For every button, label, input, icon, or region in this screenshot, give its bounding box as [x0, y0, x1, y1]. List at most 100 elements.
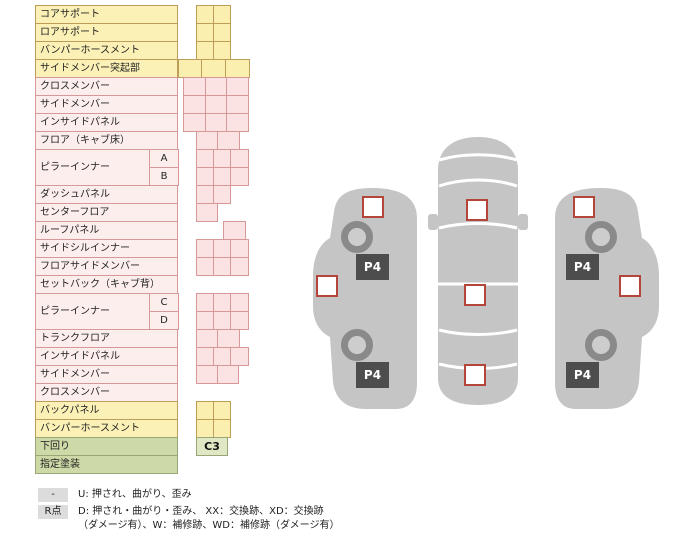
table-row: サイドシルインナー: [35, 239, 265, 258]
damage-cell: [196, 149, 214, 168]
damage-cell: [196, 239, 214, 258]
damage-cell: [196, 257, 214, 276]
damage-marker-square: [573, 196, 595, 218]
damage-code-legend: -U: 押され、曲がり、歪み R点 D: 押され・曲がり・歪み、 XX：交換跡、XD…: [38, 488, 339, 535]
part-label: バンパーホースメント: [35, 419, 178, 438]
part-label: ピラーインナー: [35, 293, 150, 330]
damage-cell: [205, 95, 227, 114]
damage-cell: [196, 419, 214, 438]
wheel-icon: [341, 329, 373, 361]
table-row: インサイドパネル: [35, 113, 265, 132]
damage-cell: [213, 167, 231, 186]
pillar-sub-label: A: [149, 149, 179, 168]
damage-cell: [201, 59, 226, 78]
table-row: フロアサイドメンバー: [35, 257, 265, 276]
car-top-view-icon: [428, 137, 528, 405]
damage-cell: [217, 365, 239, 384]
damage-cell: [225, 59, 250, 78]
damage-cell: [213, 41, 231, 60]
damage-cell: [226, 113, 249, 132]
table-row: 指定塗装: [35, 455, 265, 474]
part-label: フロア（キャブ床）: [35, 131, 178, 150]
damage-cell: [205, 77, 227, 96]
table-row: ルーフパネル: [35, 221, 265, 240]
table-row: トランクフロア: [35, 329, 265, 348]
part-label: コアサポート: [35, 5, 178, 24]
part-label: ルーフパネル: [35, 221, 178, 240]
damage-cell: [196, 5, 214, 24]
car-right-side-view-icon: [555, 188, 659, 409]
damage-cell: [230, 347, 249, 366]
damage-cell: [196, 203, 218, 222]
part-label: ロアサポート: [35, 23, 178, 42]
wheel-icon: [585, 221, 617, 253]
damage-cell: [213, 5, 231, 24]
part-label: クロスメンバー: [35, 383, 178, 402]
part-label: セットバック（キャブ背）: [35, 275, 178, 294]
damage-marker-square: [316, 275, 338, 297]
damage-marker-square: [466, 199, 488, 221]
damage-cell: C3: [196, 437, 228, 456]
legend-row: -U: 押され、曲がり、歪み: [38, 488, 339, 502]
damage-cell: [196, 185, 214, 204]
damage-cell: [213, 347, 231, 366]
part-label: トランクフロア: [35, 329, 178, 348]
part-label: クロスメンバー: [35, 77, 178, 96]
part-label: ピラーインナー: [35, 149, 150, 186]
damage-cell: [205, 113, 227, 132]
damage-cell: [213, 419, 231, 438]
table-row: インサイドパネル: [35, 347, 265, 366]
damage-cell: [196, 167, 214, 186]
damage-cell: [213, 23, 231, 42]
damage-cell: [213, 149, 231, 168]
legend-text: D: 押され・曲がり・歪み、 XX：交換跡、XD：交換跡（ダメージ有）、W：補修…: [78, 506, 340, 531]
damage-marker-square: [464, 284, 486, 306]
damage-cell: [230, 239, 249, 258]
damage-cell: [213, 239, 231, 258]
damage-cell: [226, 95, 249, 114]
legend-key: -: [38, 488, 68, 502]
p4-damage-label: P4: [356, 362, 389, 388]
part-label: サイドシルインナー: [35, 239, 178, 258]
damage-cell: [196, 23, 214, 42]
pillar-sub-label: D: [149, 311, 179, 330]
part-label: バンパーホースメント: [35, 41, 178, 60]
damage-cell: [213, 311, 231, 330]
part-label: サイドメンバー: [35, 365, 178, 384]
part-label: インサイドパネル: [35, 113, 178, 132]
car-left-side-view-icon: [313, 188, 417, 409]
table-row: クロスメンバー: [35, 383, 265, 402]
wheel-icon: [341, 221, 373, 253]
part-label: インサイドパネル: [35, 347, 178, 366]
damage-cell: [196, 311, 214, 330]
damage-cell: [196, 131, 218, 150]
damage-cell: [213, 257, 231, 276]
damage-cell: [230, 257, 249, 276]
part-label: 指定塗装: [35, 455, 178, 474]
damage-cell: [196, 365, 218, 384]
damage-cell: [213, 185, 231, 204]
damage-cell: [196, 329, 218, 348]
damage-cell: [213, 401, 231, 420]
table-row: サイドメンバー: [35, 95, 265, 114]
damage-cell: [183, 77, 206, 96]
part-label: サイドメンバー: [35, 95, 178, 114]
part-label: フロアサイドメンバー: [35, 257, 178, 276]
part-label: ダッシュパネル: [35, 185, 178, 204]
damage-cell: [196, 401, 214, 420]
part-label: バックパネル: [35, 401, 178, 420]
table-row: サイドメンバー: [35, 365, 265, 384]
legend-text: U: 押され、曲がり、歪み: [78, 489, 192, 500]
legend-key: R点: [38, 505, 68, 519]
table-row: ダッシュパネル: [35, 185, 265, 204]
table-row: バンパーホースメント: [35, 419, 265, 438]
table-row: クロスメンバー: [35, 77, 265, 96]
damage-cell: [196, 293, 214, 312]
table-row: フロア（キャブ床）: [35, 131, 265, 150]
part-label: サイドメンバー突起部: [35, 59, 178, 78]
damage-cell: [230, 149, 249, 168]
damage-cell: [183, 113, 206, 132]
